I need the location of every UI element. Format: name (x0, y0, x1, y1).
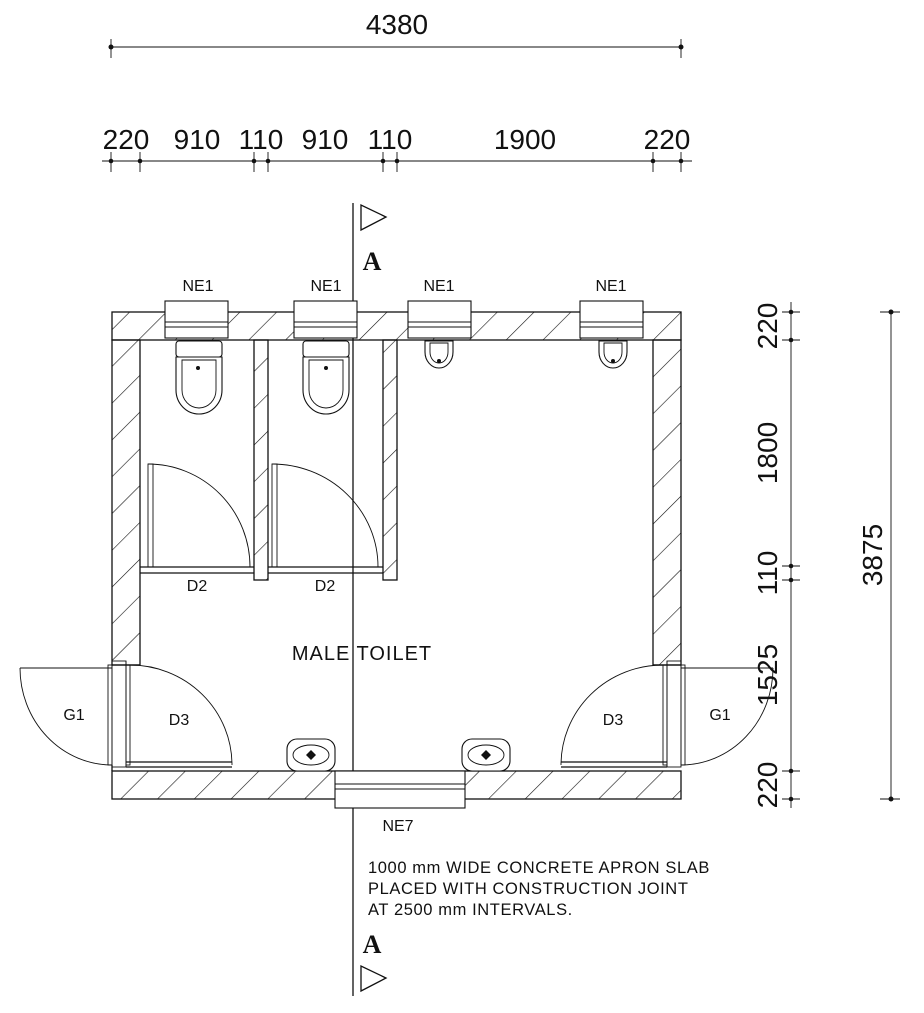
gate-left: G1 (19, 664, 113, 766)
entrance-door-label-right: D3 (603, 712, 624, 729)
urinal-2 (598, 340, 628, 369)
overall-width-label: 4380 (366, 9, 428, 40)
window-label-ne7: NE7 (382, 818, 413, 835)
dim-height-2: 1800 (752, 422, 783, 484)
water-closet-2 (302, 340, 350, 415)
window-ne1-2: NE1 (293, 278, 358, 339)
dim-segment-5: 110 (368, 124, 413, 155)
dim-height-4: 1525 (752, 644, 783, 706)
gate-right: G1 (680, 664, 774, 766)
stall-door-2: D2 (268, 463, 383, 595)
window-ne1-1: NE1 (164, 278, 229, 339)
wash-basin-2 (461, 738, 511, 772)
dim-segment-1: 220 (103, 124, 150, 155)
dim-height-3: 110 (752, 551, 783, 596)
segment-width-dimension: 220 910 110 910 110 1900 220 (102, 124, 692, 172)
overall-height-dimension: 3875 (857, 309, 900, 802)
door-openings (111, 660, 682, 771)
note-line-1: 1000 mm WIDE CONCRETE APRON SLAB (368, 859, 710, 877)
window-label-ne1-4: NE1 (595, 278, 626, 295)
room-name: MALE TOILET (292, 643, 432, 665)
dim-segment-7: 220 (644, 124, 691, 155)
window-label-ne1-3: NE1 (423, 278, 454, 295)
wash-basin-1 (286, 738, 336, 772)
gate-label-right: G1 (709, 707, 730, 724)
window-ne1-4: NE1 (579, 278, 644, 339)
note-line-2: PLACED WITH CONSTRUCTION JOINT (368, 880, 689, 898)
entrance-door-left: D3 (125, 664, 233, 768)
entrance-door-right: D3 (560, 664, 668, 768)
section-label-bottom: A (363, 930, 382, 959)
dim-segment-4: 910 (302, 124, 349, 155)
window-label-ne1-2: NE1 (310, 278, 341, 295)
overall-height-label: 3875 (857, 524, 888, 586)
dim-height-1: 220 (752, 303, 783, 350)
stall-door-1: D2 (140, 463, 254, 595)
entrance-door-label-left: D3 (169, 712, 190, 729)
dim-height-5: 220 (752, 762, 783, 809)
dim-segment-3: 110 (239, 124, 284, 155)
urinal-1 (424, 340, 454, 369)
stall-door-label-2: D2 (315, 578, 336, 595)
window-label-ne1-1: NE1 (182, 278, 213, 295)
gate-label-left: G1 (63, 707, 84, 724)
note-line-3: AT 2500 mm INTERVALS. (368, 901, 573, 919)
window-ne1-3: NE1 (407, 278, 472, 339)
segment-height-dimension: 220 1800 110 1525 220 (752, 302, 800, 808)
overall-width-dimension: 4380 (108, 9, 684, 58)
water-closet-1 (175, 340, 223, 415)
apron-slab-note: 1000 mm WIDE CONCRETE APRON SLAB PLACED … (368, 859, 710, 919)
window-ne7: NE7 (334, 770, 466, 835)
dim-segment-6: 1900 (494, 124, 556, 155)
stall-door-label-1: D2 (187, 578, 208, 595)
dim-segment-2: 910 (174, 124, 221, 155)
section-label-top: A (363, 247, 382, 276)
